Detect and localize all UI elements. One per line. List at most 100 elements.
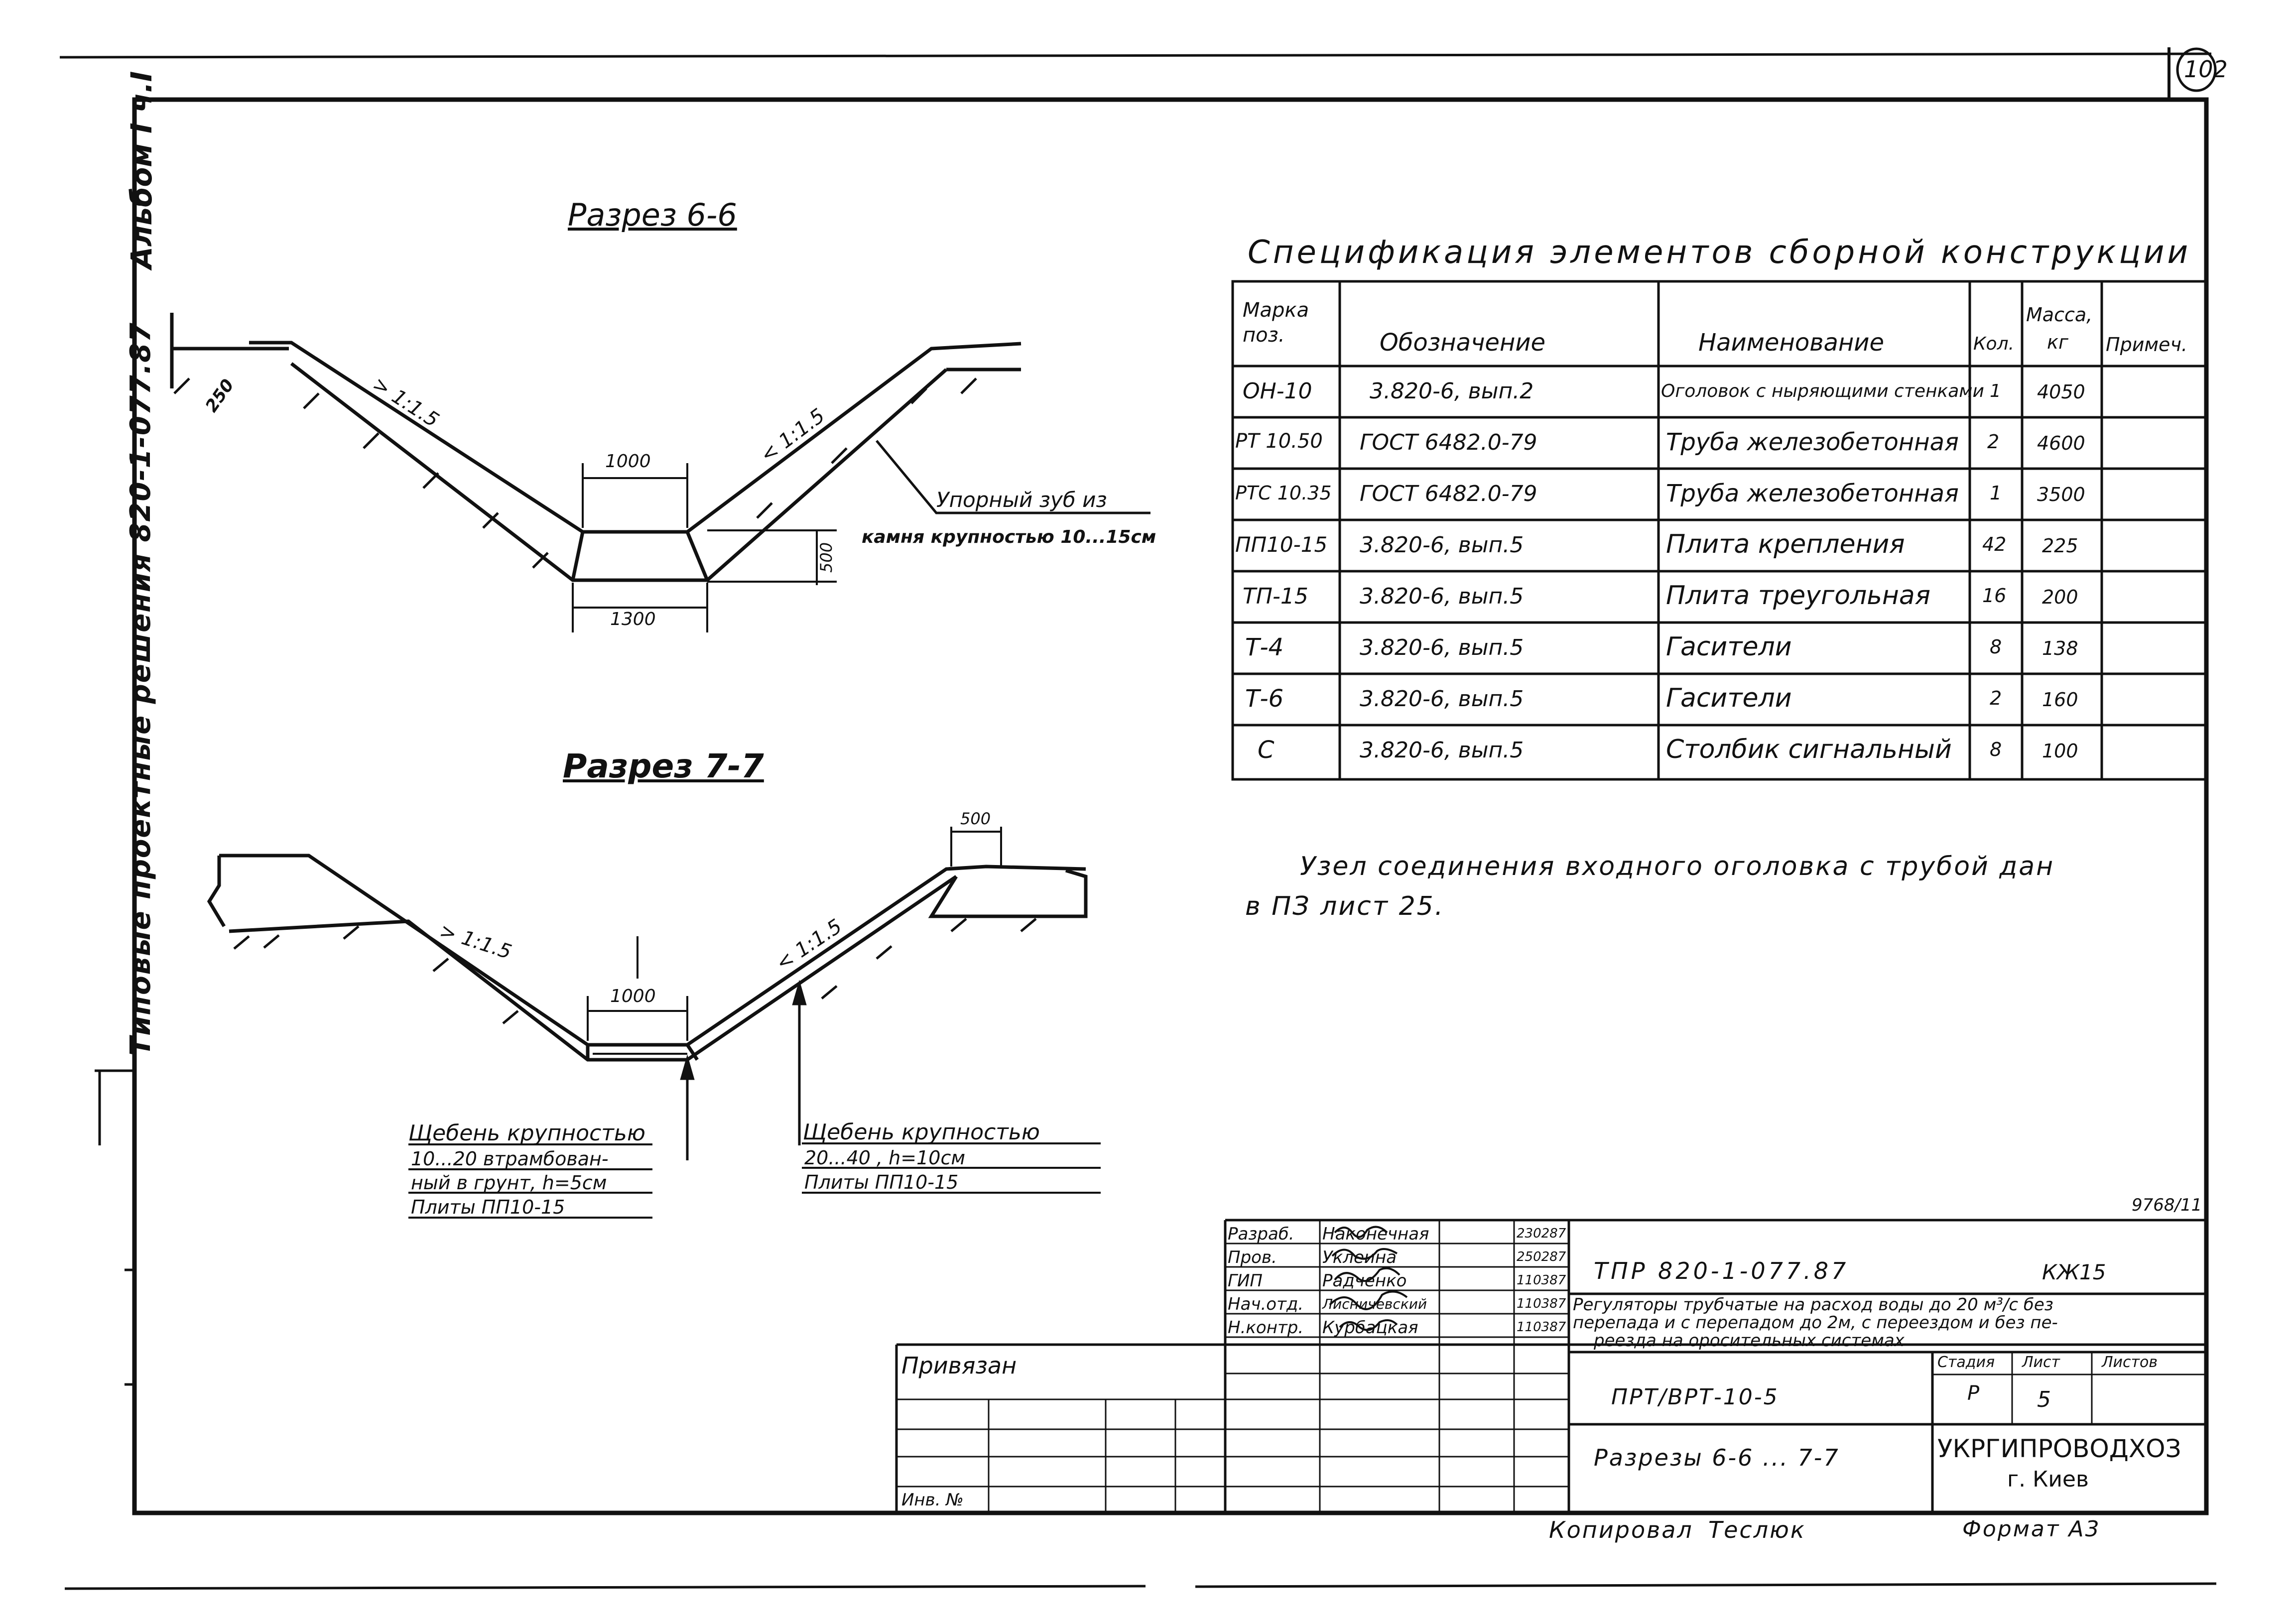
doc-code: ТПР 820-1-077.87 — [1594, 1257, 1849, 1284]
spec-name: Оголовок с ныряющими стенками — [1661, 381, 1984, 401]
spec-header-qty: Кол. — [1973, 334, 2015, 354]
spec-designation: ГОСТ 6482.0-79 — [1360, 430, 1537, 455]
sheet-title: Разрезы 6-6 ... 7-7 — [1594, 1444, 1840, 1471]
description-line1: Регуляторы трубчатые на расход воды до 2… — [1573, 1295, 2053, 1315]
spec-mass: 160 — [2042, 689, 2078, 711]
spec-name: Труба железобетонная — [1666, 428, 1959, 456]
page-number-circle — [2176, 47, 2217, 92]
signatures — [1329, 1226, 1408, 1331]
spec-header-mass-line2: кг — [2047, 331, 2068, 353]
series-label: Типовые проектные решения 820-1-077.87 — [125, 321, 157, 1056]
spec-mass: 138 — [2042, 637, 2078, 659]
spec-name: Труба железобетонная — [1666, 480, 1959, 507]
sheets-label: Листов — [2102, 1354, 2158, 1371]
section-6-6-note-line2: камня крупностью 10...15см — [862, 527, 1156, 547]
spec-header-mark-line1: Марка — [1243, 299, 1309, 322]
spec-header-mass-line1: Масса, — [2026, 304, 2093, 326]
spec-title: Спецификация элементов сборной конструкц… — [1248, 234, 2191, 271]
spec-header-name: Наименование — [1698, 329, 1885, 357]
title-block-grid — [895, 1219, 2206, 1513]
section-6-6-dim-1300: 1300 — [610, 609, 656, 629]
inventory-code: 9768/11 — [2132, 1195, 2202, 1215]
person-date: 230287 — [1517, 1226, 1566, 1241]
person-role: Н.контр. — [1228, 1318, 1304, 1338]
person-name: Наконечная — [1322, 1224, 1429, 1244]
page-number: 102 — [2184, 56, 2228, 83]
part-code: ПРТ/ВРТ-10-5 — [1611, 1384, 1779, 1410]
organization-line1: УКРГИПРОВОДХОЗ — [1937, 1434, 2181, 1463]
spec-name: Столбик сигнальный — [1666, 735, 1952, 764]
description-line2: перепада и с перепадом до 2м, с переездо… — [1573, 1313, 2058, 1333]
section-6-6-title: Разрез 6-6 — [568, 197, 737, 233]
spec-mass: 3500 — [2037, 484, 2085, 505]
section-7-7-title: Разрез 7-7 — [563, 747, 764, 785]
person-date: 110387 — [1517, 1273, 1566, 1288]
attached-label: Привязан — [901, 1352, 1017, 1379]
section-7-7-left-note-line1: Щебень крупностью — [408, 1121, 645, 1146]
person-date: 110387 — [1517, 1320, 1566, 1335]
organization-line2: г. Киев — [2007, 1467, 2089, 1492]
spec-name: Плита крепления — [1666, 529, 1905, 559]
spec-name: Плита треугольная — [1666, 581, 1931, 611]
note-line2: в ПЗ лист 25. — [1245, 891, 1445, 921]
stage-value: Р — [1967, 1382, 1980, 1405]
spec-designation: ГОСТ 6482.0-79 — [1360, 481, 1537, 506]
inv-label: Инв. № — [901, 1490, 964, 1510]
spec-mark: Т-6 — [1245, 685, 1284, 713]
person-name: Радченко — [1322, 1271, 1407, 1291]
spec-qty: 2 — [1987, 431, 2000, 453]
person-name: Уклеина — [1322, 1247, 1397, 1267]
section-7-7-left-note-line4: Плиты ПП10-15 — [411, 1196, 565, 1218]
spec-mark: РТС 10.35 — [1235, 482, 1332, 504]
spec-header-mark-line2: поз. — [1243, 324, 1285, 347]
spec-mark: ПП10-15 — [1235, 532, 1328, 557]
section-7-7-dim-1000: 1000 — [610, 986, 656, 1006]
spec-mass: 100 — [2042, 740, 2078, 762]
sheet-label: Лист — [2022, 1354, 2060, 1371]
spec-qty: 8 — [1990, 636, 2002, 658]
spec-designation: 3.820-6, вып.5 — [1360, 738, 1524, 763]
spec-qty: 42 — [1982, 533, 2007, 555]
spec-mass: 225 — [2042, 535, 2078, 557]
drawing-frame — [132, 97, 2209, 1515]
section-6-6-drawing — [170, 313, 1150, 632]
spec-table-grid — [1231, 280, 2208, 781]
person-role: Разраб. — [1228, 1224, 1294, 1244]
spec-header-designation: Обозначение — [1380, 329, 1546, 357]
person-date: 250287 — [1517, 1249, 1566, 1264]
section-7-7-slope-left: > 1:1.5 — [437, 919, 514, 964]
copier-name: Теслюк — [1708, 1516, 1806, 1543]
person-name: Курбацкая — [1322, 1318, 1418, 1338]
description-line3: реезда на оросительных системах — [1594, 1331, 1905, 1351]
spec-mark: ТП-15 — [1243, 584, 1308, 609]
person-role: Пров. — [1228, 1247, 1277, 1267]
copied-label: Копировал — [1549, 1516, 1693, 1543]
section-7-7-right-note-line2: 20...40 , h=10см — [804, 1147, 965, 1169]
section-6-6-note-line1: Упорный зуб из — [936, 488, 1107, 512]
album-label: Альбом I ч.I — [125, 71, 158, 269]
spec-mass: 200 — [2042, 586, 2078, 608]
section-7-7-left-note-line2: 10...20 втрамбован- — [411, 1148, 609, 1170]
spec-header-note: Примеч. — [2106, 334, 2187, 356]
note-line1: Узел соединения входного оголовка с труб… — [1300, 852, 2055, 881]
section-6-6-dim-1000: 1000 — [605, 451, 651, 472]
format-label: Формат А3 — [1962, 1516, 2101, 1542]
spec-qty: 1 — [1990, 381, 2001, 401]
spec-name: Гасители — [1666, 632, 1792, 662]
section-7-7-drawing — [207, 827, 1101, 1219]
spec-mark: РТ 10.50 — [1235, 430, 1323, 453]
spec-designation: 3.820-6, вып.5 — [1360, 686, 1524, 712]
spec-mass: 4600 — [2037, 432, 2085, 454]
person-role: Нач.отд. — [1228, 1294, 1304, 1314]
person-name: Лисничевский — [1322, 1296, 1427, 1312]
stage-label: Стадия — [1937, 1354, 1995, 1371]
spec-qty: 1 — [1990, 482, 2002, 504]
spec-designation: 3.820-6, вып.5 — [1360, 532, 1524, 558]
spec-name: Гасители — [1666, 683, 1792, 713]
spec-mark: Т-4 — [1245, 633, 1284, 661]
section-6-6-slope-left: > 1:1.5 — [369, 373, 443, 432]
section-6-6-dim-500: 500 — [817, 542, 836, 573]
person-role: ГИП — [1228, 1271, 1263, 1291]
spec-qty: 16 — [1982, 585, 2007, 607]
spec-qty: 8 — [1990, 739, 2002, 760]
